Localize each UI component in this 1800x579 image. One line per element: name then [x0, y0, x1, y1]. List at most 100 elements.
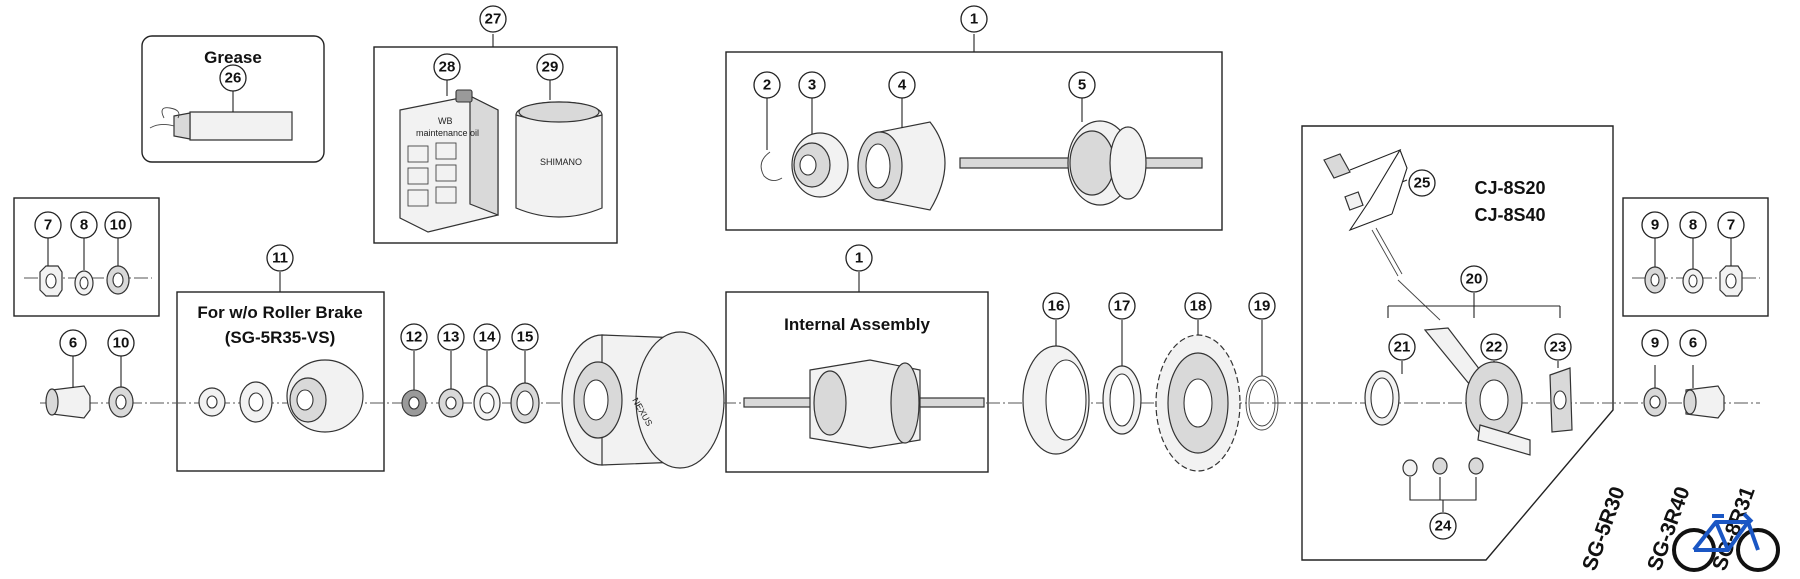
svg-text:7: 7 [1727, 217, 1735, 234]
svg-text:26: 26 [225, 70, 242, 87]
cone-part-icon [791, 132, 849, 198]
callout-18: 18 [1184, 292, 1212, 320]
lock-nut-7-right-icon [1719, 265, 1743, 297]
callout-9-main: 9 [1641, 329, 1669, 357]
hub-shell-icon: NEXUS [561, 331, 725, 469]
svg-text:7: 7 [44, 217, 52, 234]
svg-text:9: 9 [1651, 335, 1659, 352]
lock-washer-10-left-main-icon [108, 386, 134, 418]
jar-brand: SHIMANO [540, 157, 582, 167]
callout-1-assembly: 1 [845, 244, 873, 272]
callout-15: 15 [511, 323, 539, 351]
callout-21: 21 [1388, 333, 1416, 361]
svg-text:1: 1 [855, 250, 863, 267]
svg-text:16: 16 [1048, 298, 1065, 315]
sprocket-18-icon [1155, 334, 1241, 472]
dust-cap-14-icon [473, 385, 501, 421]
dust-cap-16-icon [1022, 345, 1090, 455]
svg-text:6: 6 [1689, 335, 1697, 352]
chain-case-model-line1: CJ-8S20 [1474, 178, 1545, 198]
washer-8-right-icon [1682, 268, 1704, 294]
roller-brake-title-line2: (SG-5R35-VS) [225, 328, 336, 347]
driver-part-icon [857, 121, 946, 211]
svg-text:25: 25 [1414, 175, 1431, 192]
internal-assembly-box: Internal Assembly [725, 291, 989, 473]
callout-23: 23 [1544, 333, 1572, 361]
internal-assembly-title: Internal Assembly [784, 315, 930, 334]
bicycle-icon [1672, 512, 1780, 572]
svg-text:9: 9 [1651, 217, 1659, 234]
cassette-joint-22-icon [1423, 327, 1531, 456]
svg-text:10: 10 [113, 335, 130, 352]
callout-7-right: 7 [1717, 211, 1745, 239]
callout-7-left: 7 [34, 211, 62, 239]
svg-text:24: 24 [1435, 518, 1452, 535]
svg-text:8: 8 [80, 217, 88, 234]
callout-9-box: 9 [1641, 211, 1669, 239]
callout-5: 5 [1068, 71, 1096, 99]
svg-text:22: 22 [1486, 339, 1503, 356]
svg-text:17: 17 [1114, 298, 1131, 315]
svg-text:11: 11 [272, 250, 288, 267]
callout-28: 28 [433, 53, 461, 81]
callout-4: 4 [888, 71, 916, 99]
callout-8-right: 8 [1679, 211, 1707, 239]
svg-text:21: 21 [1394, 339, 1411, 356]
callout-13: 13 [437, 323, 465, 351]
snap-ring-icon [760, 151, 783, 181]
chain-case-box: CJ-8S20 CJ-8S40 [1301, 125, 1614, 561]
svg-text:19: 19 [1254, 298, 1271, 315]
model-label-sg-5r30: SG-5R30 [1578, 484, 1630, 574]
svg-text:6: 6 [69, 335, 77, 352]
svg-text:4: 4 [898, 77, 907, 94]
svg-text:28: 28 [439, 59, 456, 76]
svg-text:5: 5 [1078, 77, 1086, 94]
callout-20: 20 [1460, 265, 1488, 293]
grease-jar-icon: SHIMANO [515, 101, 603, 218]
callout-1-top: 1 [960, 5, 988, 33]
callout-22: 22 [1480, 333, 1508, 361]
model-label-sg-3r40: SG-3R40 [1643, 484, 1695, 574]
oil-can-brand-line2: maintenance oil [416, 128, 479, 138]
brake-nut-icon [198, 387, 226, 417]
cap-nut-6-left-icon [45, 385, 91, 419]
svg-text:29: 29 [542, 59, 559, 76]
svg-text:8: 8 [1689, 217, 1697, 234]
snap-ring-17-icon [1102, 365, 1142, 435]
lock-washer-10-left-icon [106, 265, 130, 295]
lock-nut-7-left-icon [39, 265, 63, 297]
fixing-bolts-24-icon [1402, 457, 1484, 477]
svg-text:27: 27 [485, 11, 502, 28]
leader-lines [47, 34, 1732, 512]
callout-3: 3 [798, 71, 826, 99]
callout-16: 16 [1042, 292, 1070, 320]
lock-nuts-right-box [1622, 197, 1769, 317]
internal-parts-box [725, 51, 1223, 231]
oil-can-icon: WB maintenance oil [399, 89, 499, 233]
lock-nut-12-icon [401, 389, 427, 417]
svg-text:10: 10 [110, 217, 127, 234]
axle-gear-unit-icon [959, 120, 1203, 206]
callout-24: 24 [1429, 512, 1457, 540]
callout-19: 19 [1248, 292, 1276, 320]
lock-nuts-left-box [13, 197, 160, 317]
callout-6-left: 6 [59, 329, 87, 357]
callout-2: 2 [753, 71, 781, 99]
ball-retainer-15-icon [510, 382, 540, 424]
chain-case-model-line2: CJ-8S40 [1474, 205, 1545, 225]
svg-text:12: 12 [406, 329, 423, 346]
callout-11: 11 [266, 244, 294, 272]
svg-text:2: 2 [763, 77, 771, 94]
callout-8-left: 8 [70, 211, 98, 239]
callout-10-main: 10 [107, 329, 135, 357]
lock-washer-9-right-main-icon [1643, 387, 1667, 417]
cable-25-icon [1323, 153, 1441, 321]
svg-text:23: 23 [1550, 339, 1567, 356]
svg-text:20: 20 [1466, 271, 1483, 288]
grease-tube-icon [149, 107, 293, 141]
brake-dust-cap-icon [286, 359, 364, 433]
svg-text:18: 18 [1190, 298, 1207, 315]
roller-brake-box: For w/o Roller Brake (SG-5R35-VS) [176, 291, 385, 472]
callout-17: 17 [1108, 292, 1136, 320]
